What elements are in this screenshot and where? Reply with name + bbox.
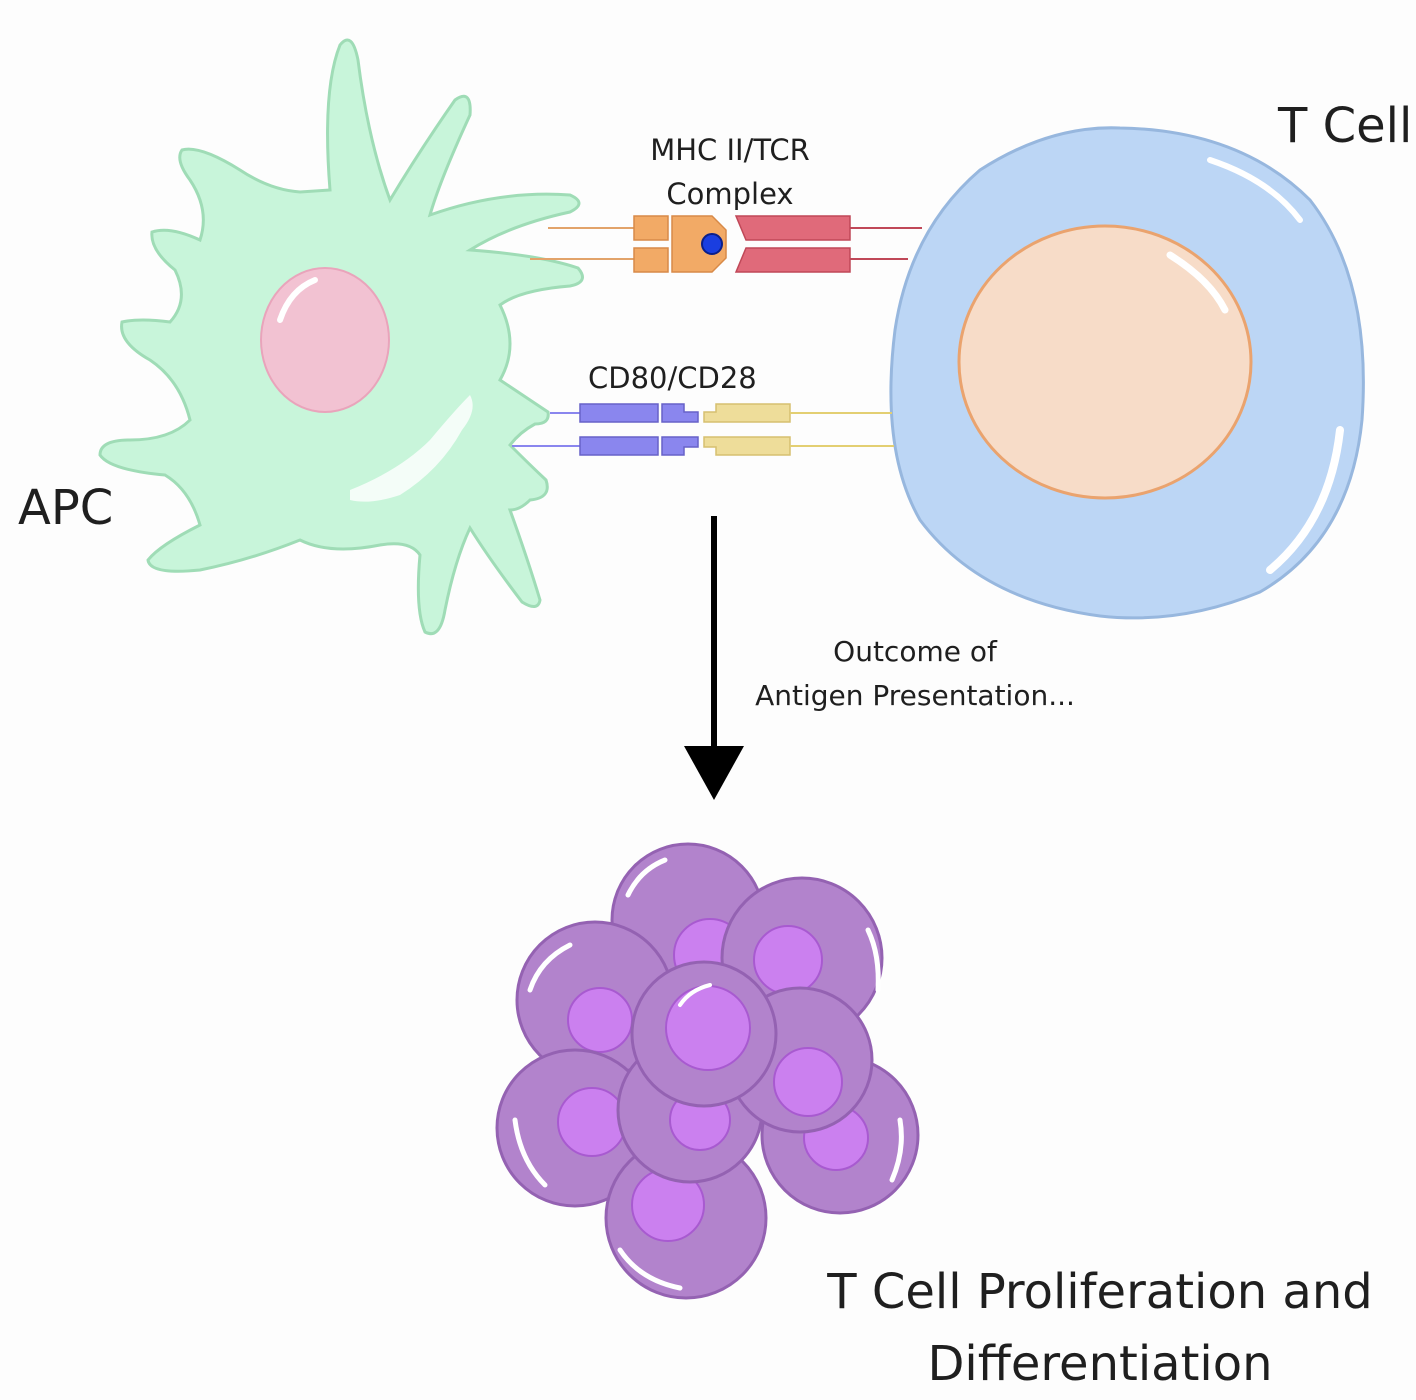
- mhc-tcr-label: MHC II/TCR Complex: [600, 128, 860, 216]
- cd80-cd28-complex: [512, 403, 894, 456]
- cluster-cell-nucleus: [773, 1047, 843, 1117]
- cd80-tip: [661, 436, 699, 456]
- outcome-arrow: [684, 516, 744, 800]
- cluster-highlight: [678, 983, 712, 1007]
- cluster-highlight: [527, 942, 573, 993]
- result-label-line1: T Cell Proliferation and: [827, 1264, 1373, 1320]
- mhc-block: [633, 215, 669, 241]
- mhc-groove: [671, 215, 727, 273]
- cd80-block: [579, 403, 659, 423]
- cluster-highlight: [865, 927, 881, 993]
- cluster-cell-nucleus: [557, 1087, 627, 1157]
- antigen-peptide: [701, 233, 723, 255]
- cluster-highlight: [889, 1117, 904, 1183]
- outcome-label-line1: Outcome of: [833, 635, 997, 668]
- t-cell-label: T Cell: [1278, 98, 1413, 154]
- cluster-highlight: [617, 1247, 683, 1291]
- proliferating-t-cell-cluster: [495, 842, 920, 1300]
- cluster-cell-nucleus: [665, 985, 751, 1071]
- t-cell-nucleus: [957, 224, 1253, 500]
- outcome-label-line2: Antigen Presentation...: [755, 679, 1075, 712]
- cluster-highlight: [512, 1117, 548, 1188]
- t-cell-highlight-2: [1266, 426, 1344, 574]
- cd80-tip: [661, 403, 699, 423]
- cluster-highlight: [625, 857, 668, 898]
- cluster-cell-nucleus: [753, 925, 823, 995]
- tcr-chain: [734, 247, 851, 273]
- cd80-block: [579, 436, 659, 456]
- cd80-cd28-label: CD80/CD28: [588, 361, 757, 395]
- apc-cell: [98, 38, 584, 636]
- t-cell-highlight: [1207, 157, 1303, 223]
- mhc-tcr-label-line1: MHC II/TCR: [650, 133, 810, 167]
- mhc-tcr-label-line2: Complex: [666, 177, 794, 211]
- cd28-tip: [703, 436, 791, 456]
- apc-highlight: [350, 395, 473, 502]
- mhc-block: [633, 247, 669, 273]
- result-label-line2: Differentiation: [927, 1336, 1273, 1392]
- tcr-chain: [734, 215, 851, 241]
- result-label: T Cell Proliferation and Differentiation: [790, 1256, 1410, 1400]
- outcome-label: Outcome of Antigen Presentation...: [730, 630, 1100, 718]
- arrow-head: [684, 746, 744, 800]
- t-cell: [889, 126, 1365, 620]
- cluster-cell-nucleus: [567, 987, 633, 1053]
- apc-nucleus-highlight: [277, 277, 318, 323]
- t-cell-nucleus-highlight: [1166, 251, 1229, 314]
- apc-label: APC: [18, 480, 114, 536]
- mhc-tcr-complex: [530, 215, 922, 273]
- apc-nucleus: [260, 267, 390, 413]
- cd28-tip: [703, 403, 791, 423]
